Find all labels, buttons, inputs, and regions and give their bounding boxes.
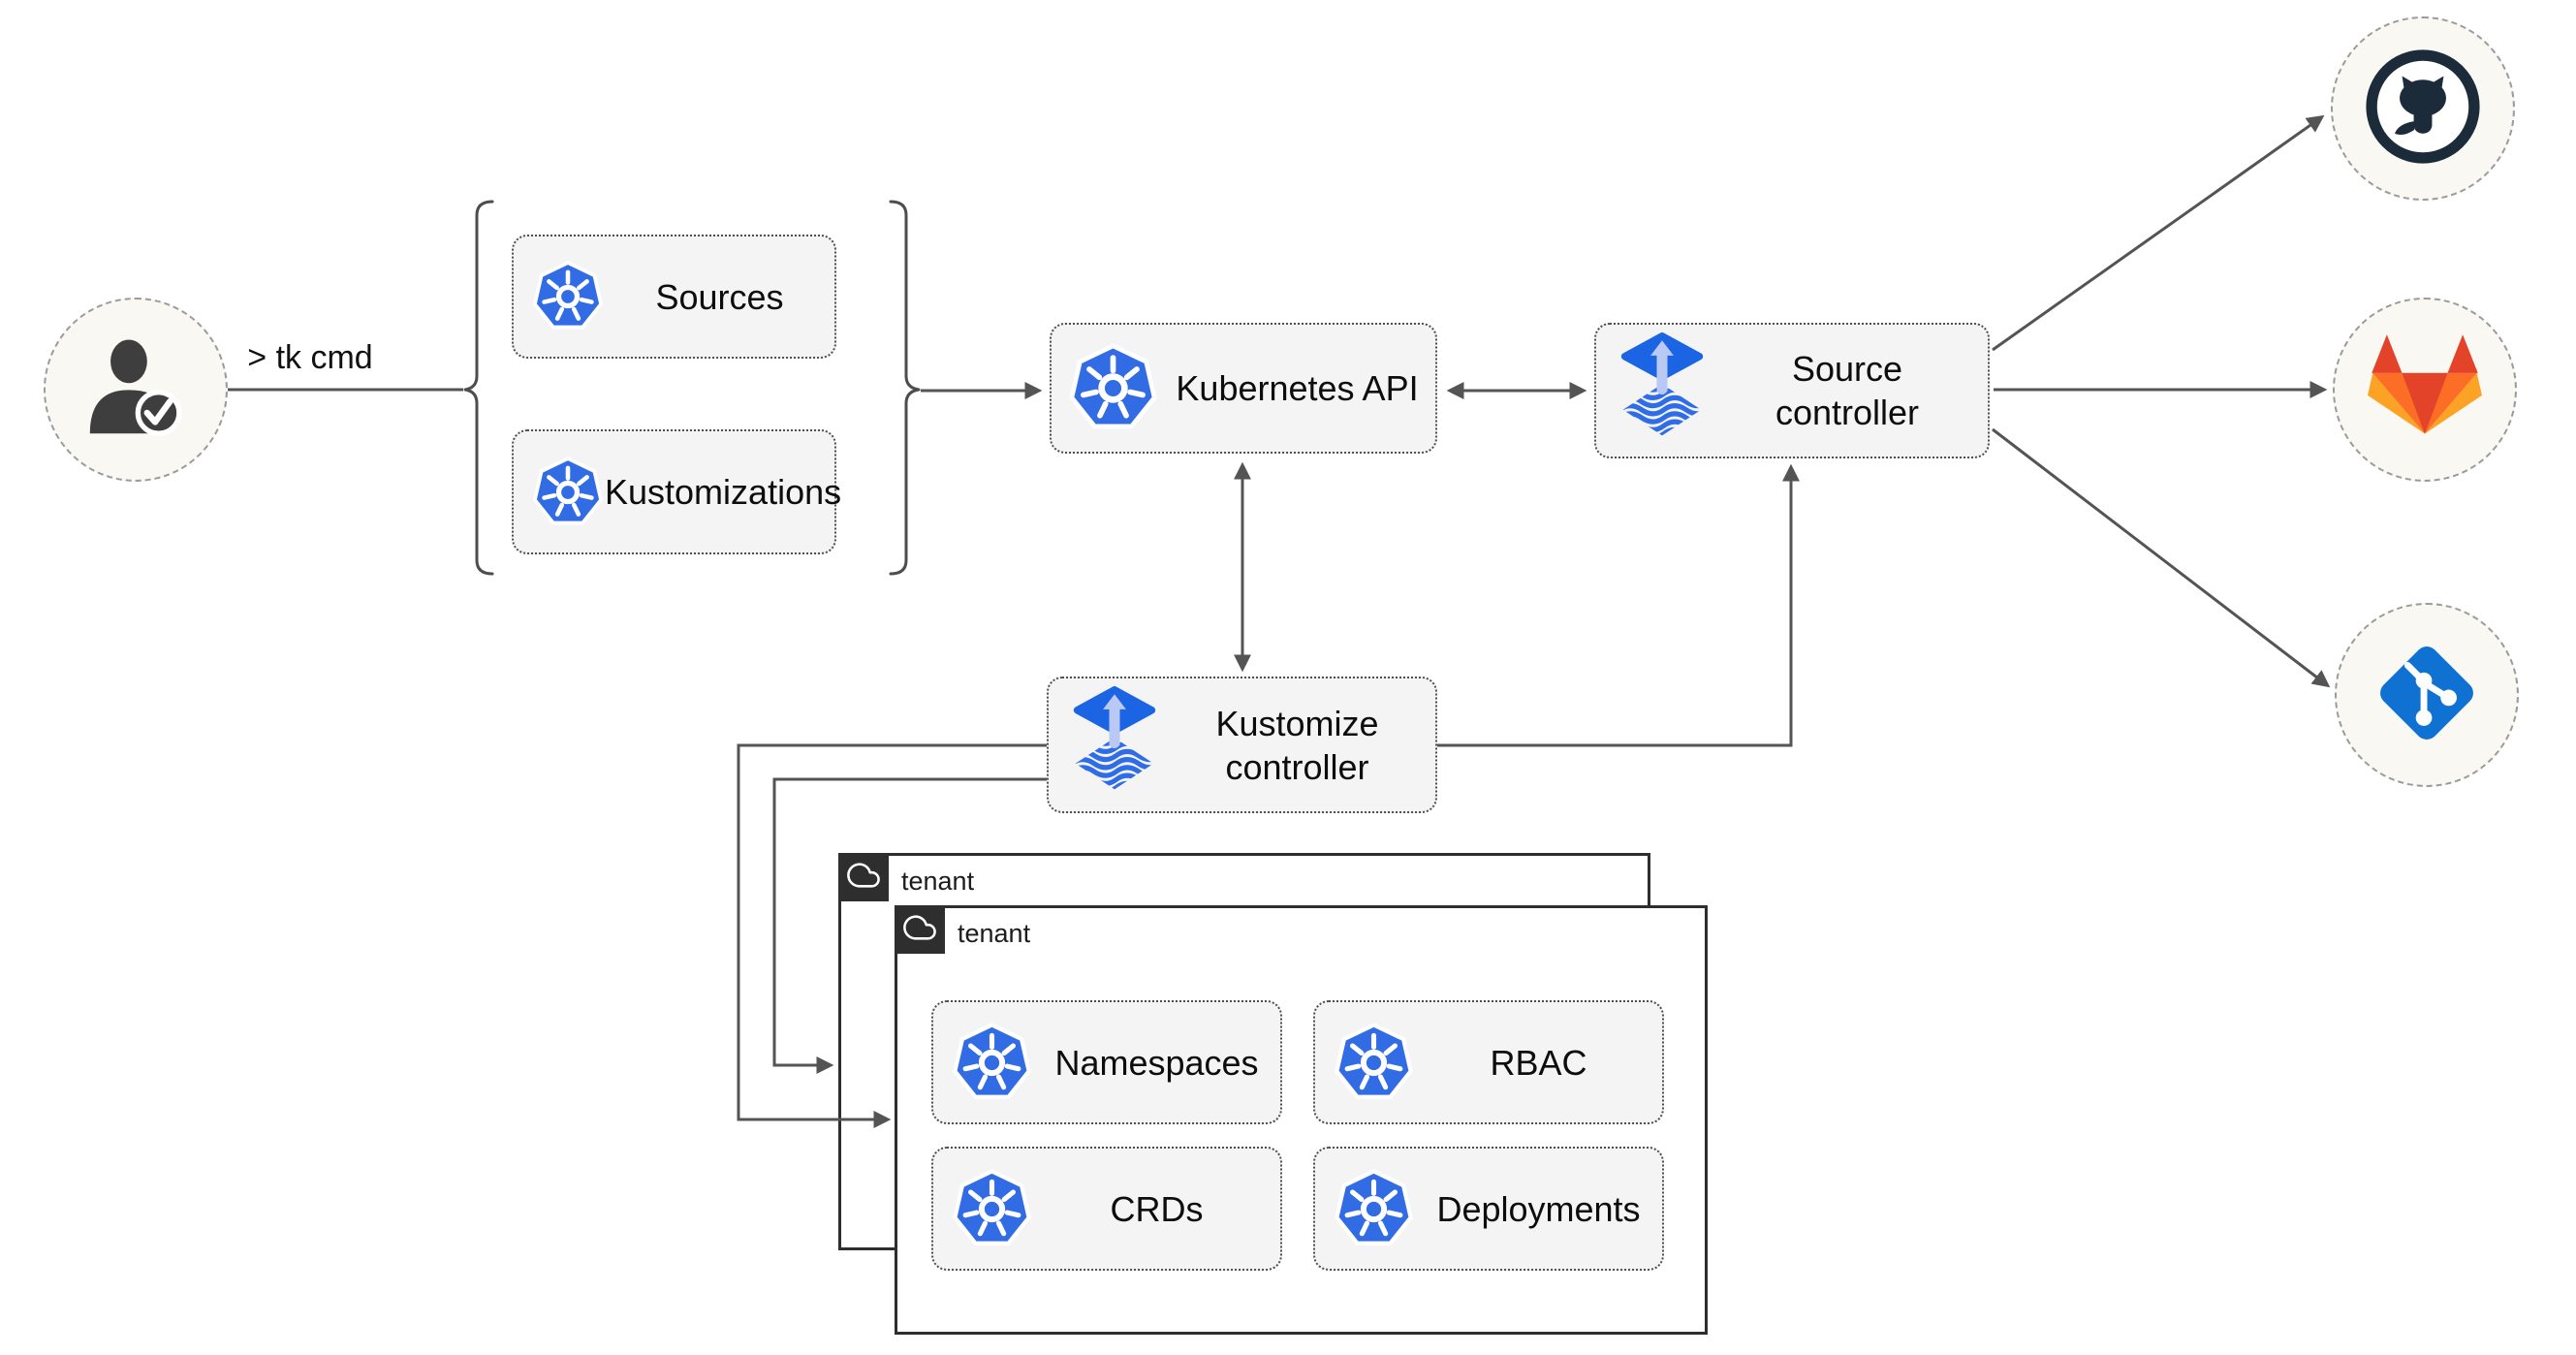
node-deployments: Deployments [1313, 1147, 1664, 1271]
kubernetes-icon [1067, 342, 1159, 434]
flux-icon [1618, 332, 1707, 450]
repo-github [2331, 16, 2515, 201]
user-check-icon [79, 331, 193, 450]
kubernetes-icon [531, 260, 605, 333]
node-source-controller: Source controller [1594, 323, 1990, 458]
git-icon [2370, 636, 2484, 755]
node-sources-label: Sources [655, 276, 784, 317]
kubernetes-icon [531, 456, 605, 529]
tenant-window-front-title: tenant [958, 919, 1031, 948]
repo-gitlab [2333, 298, 2517, 482]
node-source-controller-label: Source controller [1775, 349, 1920, 432]
node-kustomize-controller-label: Kustomize controller [1215, 703, 1379, 787]
repo-git [2335, 603, 2519, 787]
node-rbac: RBAC [1313, 1000, 1664, 1124]
node-rbac-label: RBAC [1490, 1042, 1587, 1083]
node-crds: CRDs [931, 1147, 1282, 1271]
kubernetes-icon [951, 1022, 1033, 1104]
tenant-window-front-tab [895, 905, 945, 954]
tenant-window-back-title: tenant [901, 867, 975, 896]
node-kubernetes-api-label: Kubernetes API [1176, 368, 1419, 408]
node-kustomizations: Kustomizations [512, 429, 841, 554]
github-icon [2362, 46, 2484, 173]
tenant-window-back-tab [838, 853, 889, 901]
kubernetes-icon [1333, 1168, 1415, 1250]
cloud-icon [847, 859, 880, 897]
node-namespaces: Namespaces [931, 1000, 1282, 1124]
node-kubernetes-api: Kubernetes API [1050, 323, 1437, 454]
kubernetes-icon [1333, 1022, 1415, 1104]
node-kustomizations-label: Kustomizations [605, 472, 842, 512]
node-namespaces-label: Namespaces [1054, 1042, 1259, 1083]
kubernetes-icon [951, 1168, 1033, 1250]
cloud-icon [903, 911, 936, 949]
flux-icon [1070, 686, 1159, 804]
node-crds-label: CRDs [1110, 1188, 1204, 1229]
node-sources: Sources [512, 235, 836, 359]
node-deployments-label: Deployments [1436, 1188, 1641, 1229]
gitlab-icon [2367, 334, 2483, 445]
cli-command-label: > tk cmd [247, 339, 373, 376]
operator-avatar [44, 298, 228, 482]
node-kustomize-controller: Kustomize controller [1047, 677, 1437, 813]
tenant-window-front: tenant Namespaces RBAC CRDs Deployments [895, 905, 1708, 1335]
